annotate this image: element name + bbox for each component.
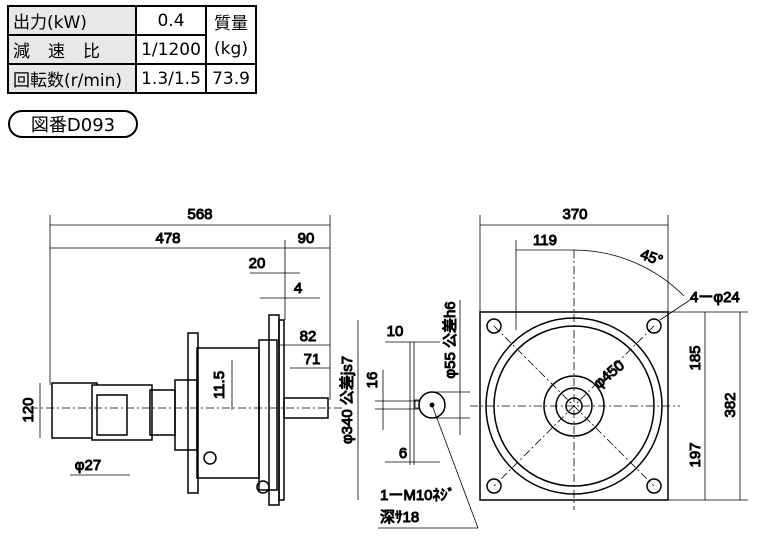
dim-key-offset: 6 — [399, 445, 407, 462]
dim-11-5: 11.5 — [211, 371, 228, 399]
dim-shaft-dia: φ55 公差h6 — [442, 301, 459, 378]
dim-197: 197 — [687, 442, 704, 467]
mass-unit: (kg) — [205, 35, 257, 65]
dim-flange-height: 382 — [722, 392, 739, 417]
ratio-label: 減速比 — [7, 34, 137, 65]
dim-71: 71 — [304, 351, 321, 368]
output-label: 出力(kW) — [7, 5, 137, 36]
dim-82: 82 — [300, 328, 317, 345]
dim-shaft-length: 90 — [298, 230, 315, 247]
tap-note-2: 深ｻ18 — [380, 509, 419, 526]
dim-119: 119 — [533, 232, 557, 249]
speed-label: 回転数(r/min) — [7, 63, 137, 94]
shaft-section — [375, 300, 479, 529]
mass-value: 73.9 — [205, 63, 257, 94]
side-dimension-lines — [39, 215, 359, 500]
ratio-value: 1/1200 — [135, 34, 207, 65]
dim-pcd: φ450 — [590, 357, 628, 392]
dim-185: 185 — [687, 345, 704, 370]
dim-bolt-holes: 4ーφ24 — [690, 289, 740, 306]
front-dimension-lines — [479, 215, 748, 501]
dim-overall-length: 568 — [187, 206, 212, 223]
drawing-number-badge: 図番D093 — [8, 110, 138, 138]
dim-4: 4 — [294, 280, 302, 297]
dim-flange-dia: φ340 公差js7 — [339, 356, 356, 444]
dim-motor-height: 120 — [20, 397, 37, 422]
side-view-gearmotor — [51, 314, 329, 506]
tap-note-1: 1ーM10ﾈｼﾞ — [380, 487, 455, 504]
speed-value: 1.3/1.5 — [135, 63, 207, 94]
output-value: 0.4 — [135, 5, 207, 36]
dim-key-width: 10 — [387, 323, 404, 340]
spec-table: 出力(kW) 0.4 質量 減速比 1/1200 (kg) 回転数(r/min)… — [7, 5, 257, 94]
dim-20: 20 — [249, 255, 266, 272]
dim-body-length: 478 — [155, 230, 180, 247]
front-view-centerlines — [470, 250, 680, 510]
mass-label: 質量 — [205, 5, 257, 35]
dim-motor-dia: φ27 — [75, 457, 101, 474]
dim-flange-width: 370 — [562, 206, 587, 223]
dim-key-height: 16 — [364, 372, 381, 389]
